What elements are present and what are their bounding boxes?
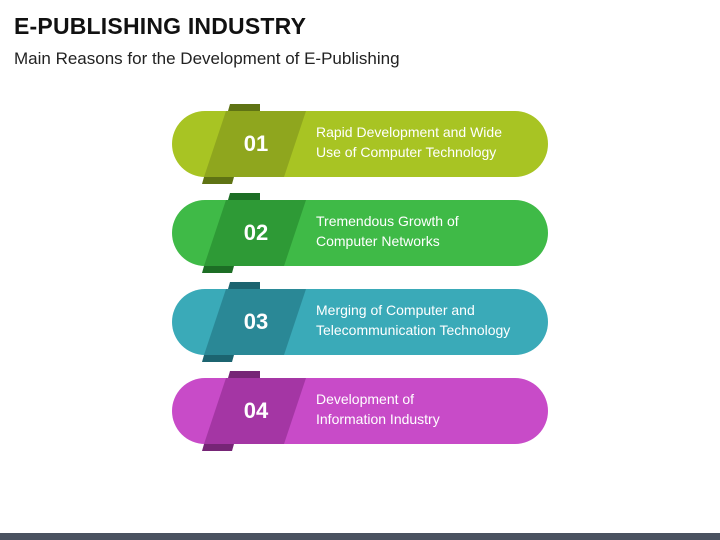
reason-text: Rapid Development and Wide Use of Comput… — [316, 122, 538, 162]
number-ribbon — [202, 282, 306, 362]
reason-text-line-1: Development of — [316, 391, 415, 407]
number-ribbon — [202, 104, 306, 184]
page-title: E-PUBLISHING INDUSTRY — [14, 13, 307, 39]
reason-text: Tremendous Growth of Computer Networks — [316, 211, 538, 251]
reason-item-03: 03 Merging of Computer and Telecommunica… — [172, 282, 548, 362]
reason-text-line-2: Computer Networks — [316, 233, 440, 249]
reason-number: 03 — [243, 309, 269, 334]
reason-text: Development of Information Industry — [316, 389, 538, 429]
reason-number: 01 — [243, 131, 269, 156]
reason-text: Merging of Computer and Telecommunicatio… — [316, 300, 538, 340]
reason-text-line-2: Information Industry — [316, 411, 440, 427]
number-ribbon — [202, 371, 306, 451]
reason-text-line-1: Merging of Computer and — [316, 302, 475, 318]
reason-item-02: 02 Tremendous Growth of Computer Network… — [172, 193, 548, 273]
reason-text-line-2: Telecommunication Technology — [316, 322, 511, 338]
footer-bar — [0, 533, 720, 540]
number-ribbon — [202, 193, 306, 273]
page-subtitle: Main Reasons for the Development of E-Pu… — [14, 49, 400, 68]
reason-text-line-2: Use of Computer Technology — [316, 144, 497, 160]
reason-item-01: 01 Rapid Development and Wide Use of Com… — [172, 104, 548, 184]
reason-number: 04 — [243, 398, 269, 423]
reason-item-04: 04 Development of Information Industry — [172, 371, 548, 451]
reason-text-line-1: Tremendous Growth of — [316, 213, 459, 229]
reason-text-line-1: Rapid Development and Wide — [316, 124, 502, 140]
reason-number: 02 — [243, 220, 269, 245]
